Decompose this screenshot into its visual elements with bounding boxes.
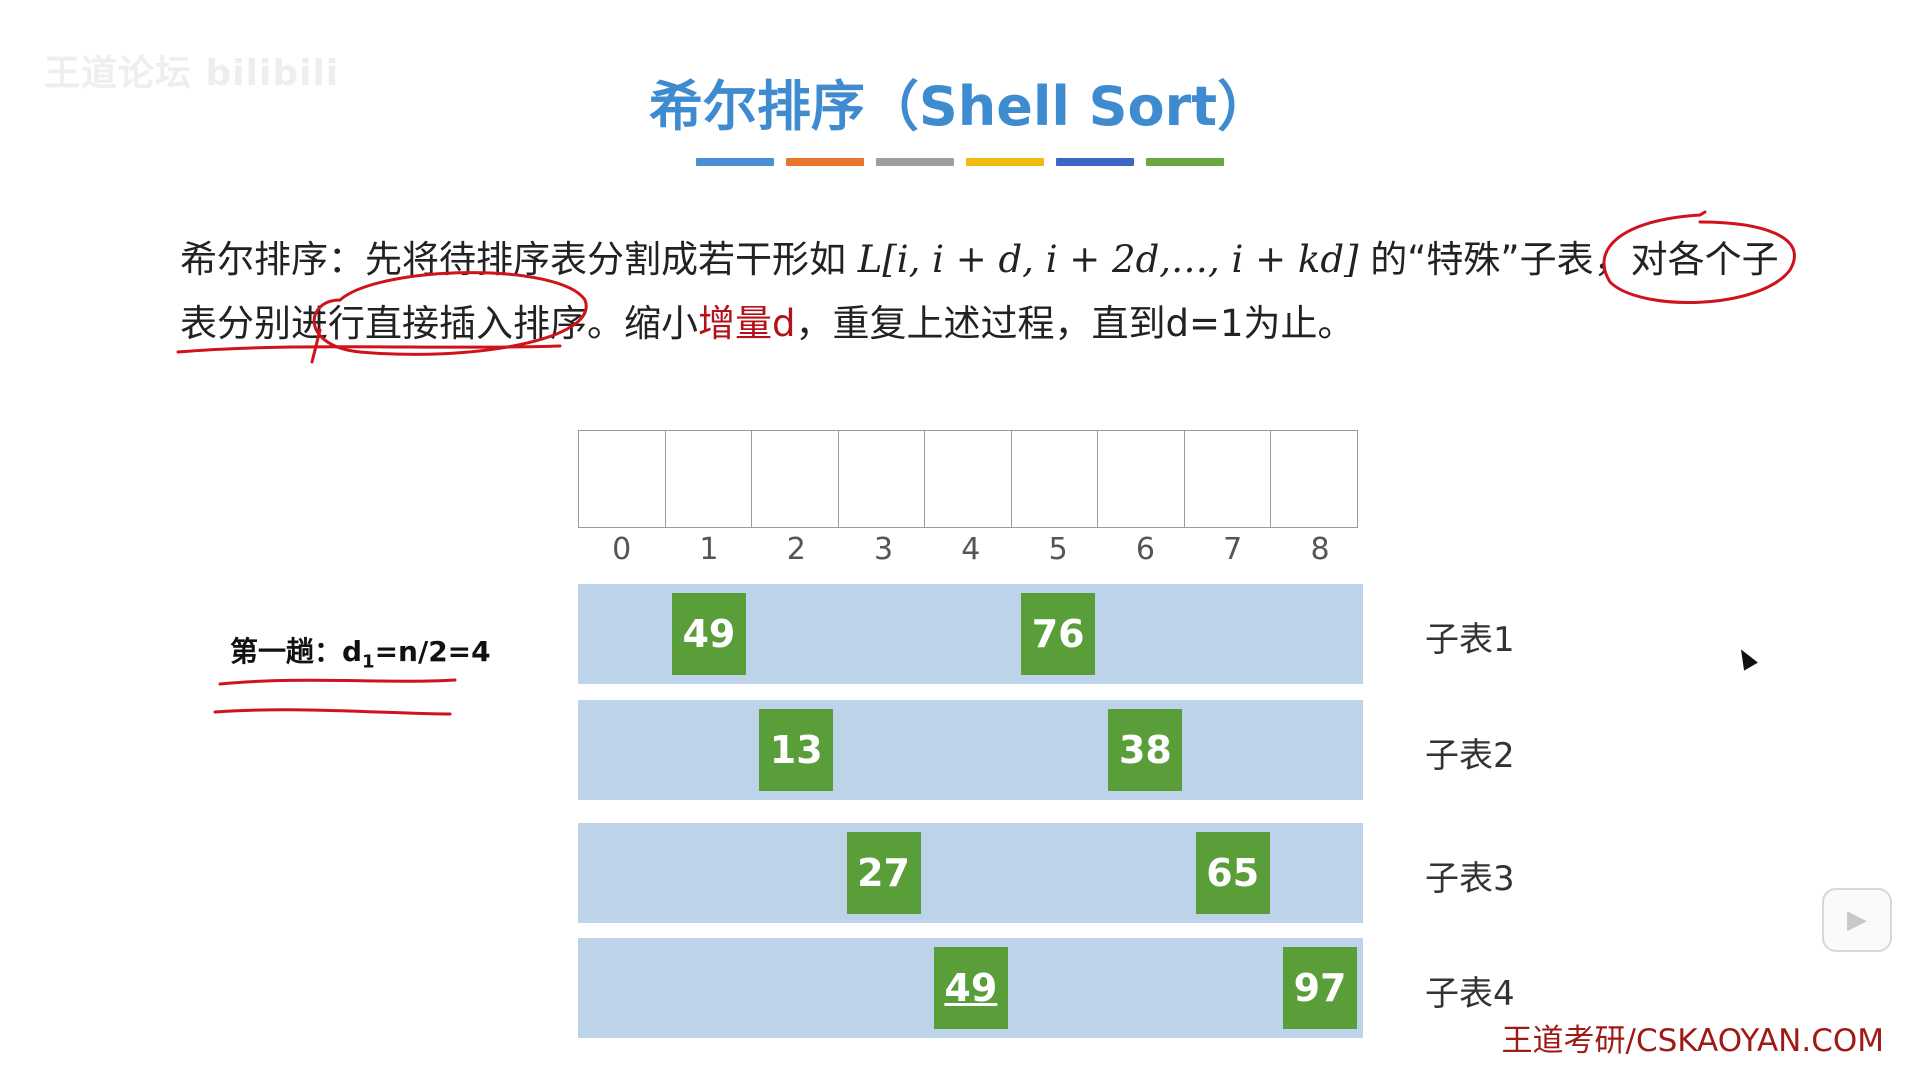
array-index-label: 6 [1135, 532, 1155, 567]
sublist-label: 子表4 [1425, 974, 1515, 1014]
sublist-value: 76 [1031, 612, 1085, 656]
title-color-bar [1146, 158, 1224, 166]
sublist-value: 13 [769, 728, 823, 772]
footer-credit: 王道考研/CSKAOYAN.COM [1501, 1023, 1885, 1059]
title-color-bar [786, 158, 864, 166]
array-index-label: 0 [612, 532, 632, 567]
array-cell [578, 430, 666, 528]
sublist-label: 子表3 [1425, 859, 1515, 899]
array-index-label: 3 [873, 532, 894, 567]
array-cell [837, 430, 926, 528]
slide-title: 希尔排序（Shell Sort） [648, 75, 1272, 138]
description-part3: ，重复上述过程，直到d=1为止。 [795, 302, 1355, 345]
array-cell [924, 430, 1012, 528]
pass-label: 第一趟：d1=n/2=4 [230, 630, 491, 673]
sublist-value-box: 13 [759, 709, 834, 791]
sublist-value: 27 [857, 851, 910, 895]
sublist-label: 子表1 [1425, 620, 1515, 660]
array-indices: 0 1 2 3 4 5 6 7 8 [578, 532, 1364, 567]
sublist-value-box: 27 [846, 832, 921, 914]
sublist-value-box: 65 [1195, 832, 1270, 914]
array-cell [1183, 430, 1272, 528]
array-cell [664, 430, 753, 528]
array-index-label: 2 [786, 532, 806, 567]
array-index-label: 5 [1048, 532, 1068, 567]
annotation-underline-pass-1 [218, 678, 457, 686]
sublist-band [578, 700, 1363, 800]
array-index-label: 7 [1223, 532, 1243, 567]
title-color-bar [1056, 158, 1134, 166]
description-highlight: 增量d [698, 302, 796, 345]
sublist-value-box: 49 [933, 947, 1008, 1029]
sublist-value-box: 97 [1283, 947, 1358, 1029]
annotation-underline-pass-2 [213, 708, 452, 716]
sublist-value-box: 38 [1108, 709, 1183, 791]
description-part1: 希尔排序：先将待排序表分割成若干形如 [180, 238, 858, 281]
sublist-value: 49 [944, 966, 998, 1010]
description-text: 希尔排序：先将待排序表分割成若干形如 L[i, i + d, i + 2d,…,… [180, 228, 1780, 356]
mouse-cursor-icon [1734, 645, 1758, 671]
sublist-value-box: 49 [671, 593, 746, 675]
pass-label-prefix: 第一趟：d [230, 635, 363, 668]
sublist-value: 97 [1293, 966, 1347, 1010]
title-color-bar [966, 158, 1044, 166]
title-color-bar [876, 158, 954, 166]
array-cell [1270, 430, 1358, 528]
array-cells [578, 430, 1358, 528]
sublist-value: 65 [1206, 851, 1260, 895]
array-cell [1097, 430, 1185, 528]
description-formula: L[i, i + d, i + 2d,…, i + kd] [857, 238, 1359, 281]
sublist-value-box: 76 [1021, 593, 1096, 675]
array-cell [751, 430, 839, 528]
pass-label-subscript: 1 [362, 651, 375, 673]
array-index-label: 8 [1310, 532, 1330, 567]
sublist-label: 子表2 [1425, 736, 1515, 776]
play-icon[interactable]: ▶ [1822, 888, 1892, 952]
pass-label-suffix: =n/2=4 [374, 635, 491, 668]
title-color-bar [696, 158, 774, 166]
watermark-logo: 王道论坛 bilibili [44, 53, 340, 94]
sublist-value: 38 [1118, 728, 1172, 772]
array-cell [1010, 430, 1099, 528]
array-index-label: 4 [961, 532, 981, 567]
array-index-label: 1 [699, 532, 719, 567]
sublist-value: 49 [682, 612, 736, 656]
